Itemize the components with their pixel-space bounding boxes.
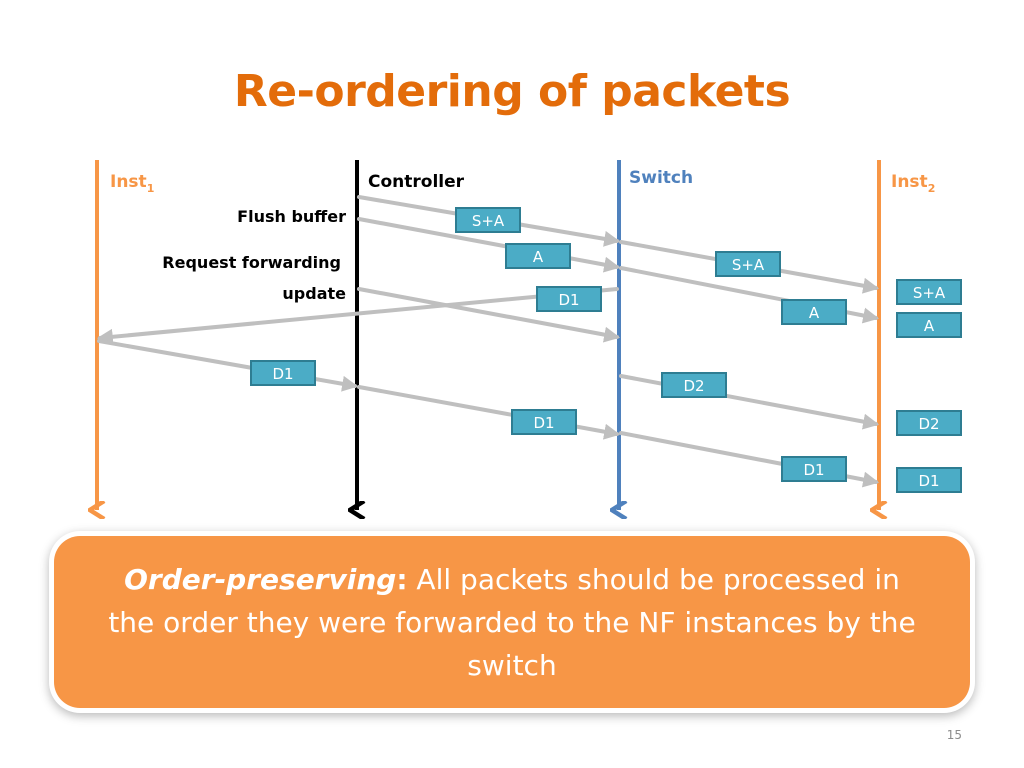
flush-buffer-note: Flush buffer — [237, 207, 346, 226]
svg-text:D2: D2 — [918, 415, 939, 433]
sequence-diagram: Inst1 Controller Switch Inst2 Flush buff… — [0, 160, 962, 530]
svg-text:D1: D1 — [803, 461, 824, 479]
callout-colon: : — [396, 562, 408, 596]
msg-arrow — [97, 339, 359, 392]
packet-label: S+A — [715, 251, 781, 277]
callout-term: Order-preserving — [124, 562, 397, 596]
order-preserving-callout: Order-preserving: All packets should be … — [54, 536, 970, 708]
switch-label: Switch — [629, 168, 693, 188]
msg-arrow — [96, 287, 619, 345]
packet-label: D2 — [661, 372, 727, 398]
packet-label: A — [781, 299, 847, 325]
request-forwarding-note-line2: update — [282, 284, 346, 303]
msg-arrow — [357, 287, 621, 343]
packet-label: A — [896, 312, 962, 338]
packet-label: D1 — [250, 360, 316, 386]
slide-title: Re-ordering of packets — [233, 66, 791, 117]
packet-label: D1 — [511, 409, 577, 435]
packet-label: S+A — [455, 207, 521, 233]
svg-text:S+A: S+A — [472, 212, 505, 230]
inst1-label: Inst1 — [110, 172, 154, 195]
packet-label: D2 — [896, 410, 962, 436]
msg-arrow — [619, 374, 880, 430]
packet-label: S+A — [896, 279, 962, 305]
svg-text:D1: D1 — [533, 414, 554, 432]
page-number: 15 — [946, 728, 962, 742]
svg-text:D1: D1 — [558, 291, 579, 309]
svg-text:D2: D2 — [683, 377, 704, 395]
msg-arrow — [357, 217, 621, 273]
svg-text:A: A — [533, 248, 544, 266]
request-forwarding-note: Request forwarding — [162, 253, 341, 272]
svg-text:S+A: S+A — [732, 256, 765, 274]
packet-label: D1 — [896, 467, 962, 493]
svg-text:D1: D1 — [918, 472, 939, 490]
callout-body: All packets should be processed in the o… — [108, 562, 916, 682]
svg-text:S+A: S+A — [913, 284, 946, 302]
packet-label: A — [505, 243, 571, 269]
inst2-label: Inst2 — [891, 172, 935, 195]
controller-label: Controller — [368, 172, 465, 192]
packet-label: D1 — [781, 456, 847, 482]
svg-text:D1: D1 — [272, 365, 293, 383]
callout-text: Order-preserving: All packets should be … — [102, 558, 922, 687]
svg-text:A: A — [809, 304, 820, 322]
msg-arrow — [357, 385, 621, 440]
packet-label: D1 — [536, 286, 602, 312]
svg-text:A: A — [924, 317, 935, 335]
